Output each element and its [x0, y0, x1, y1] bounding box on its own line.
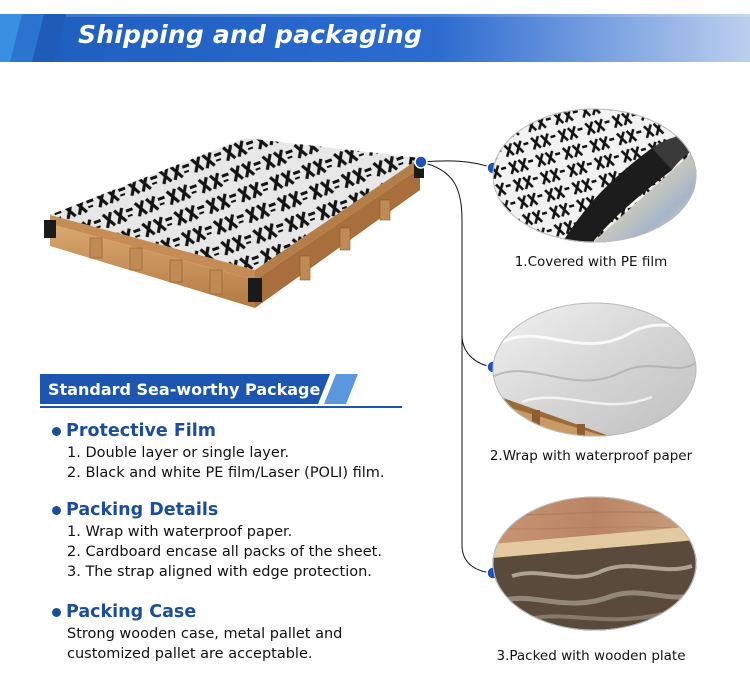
wooden-plate-photo [492, 496, 697, 631]
step-caption-1: 1.Covered with PE film [514, 254, 668, 270]
header-banner [0, 14, 750, 62]
section-heading: Packing Details [66, 500, 219, 520]
step-caption-2: 2.Wrap with waterproof paper [489, 448, 693, 464]
package-banner [40, 374, 402, 408]
pallet-image [44, 138, 424, 308]
section-line: customized pallet are acceptable. [67, 646, 313, 662]
packing-case-section: Packing Case Strong wooden case, metal p… [52, 601, 342, 664]
section-line: Strong wooden case, metal pallet and [67, 626, 343, 642]
section-line: 2. Cardboard encase all packs of the she… [67, 544, 382, 560]
section-line: 2. Black and white PE film/Laser (POLI) … [67, 465, 385, 481]
package-title: Standard Sea-worthy Package [48, 380, 321, 399]
packing-details-section: Packing Details 1. Wrap with waterproof … [52, 499, 382, 582]
section-line: 1. Double layer or single layer. [67, 445, 290, 461]
section-heading: Protective Film [66, 421, 217, 441]
page-title: Shipping and packaging [78, 20, 423, 49]
bullet-dot [52, 505, 61, 515]
section-heading: Packing Case [66, 602, 197, 622]
step-caption-3: 3.Packed with wooden plate [496, 648, 686, 664]
bullet-dot [52, 607, 61, 617]
bullet-dot [52, 426, 61, 436]
protective-film-section: Protective Film 1. Double layer or singl… [52, 420, 385, 483]
section-line: 1. Wrap with waterproof paper. [67, 524, 293, 540]
waterproof-paper-photo [492, 302, 697, 437]
section-line: 3. The strap aligned with edge protectio… [67, 564, 372, 580]
pe-film-photo [492, 108, 697, 243]
